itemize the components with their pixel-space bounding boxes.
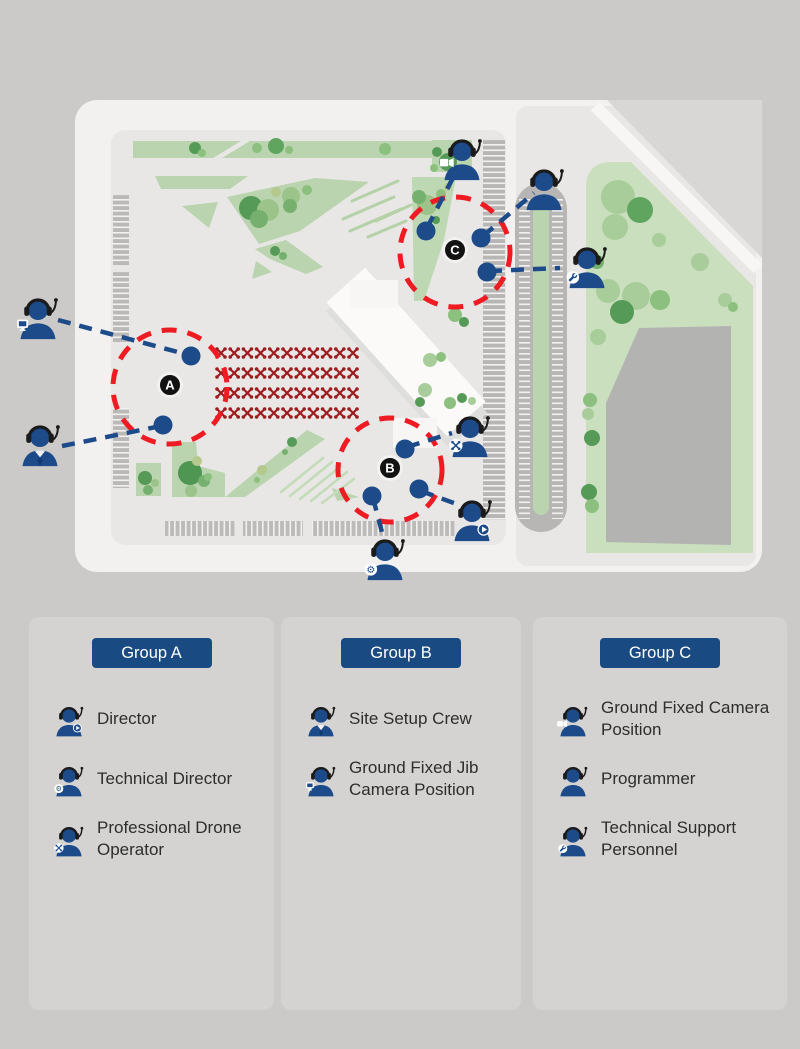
svg-text:A: A <box>165 378 175 393</box>
person-wrench-icon <box>566 245 609 290</box>
group-B-zone-circle <box>335 415 445 525</box>
person-camera-icon <box>439 137 484 182</box>
group-A-zone: A <box>17 296 230 468</box>
map-markers: A B C <box>17 137 609 582</box>
position-dot <box>477 262 497 282</box>
person-tie-icon <box>303 701 339 737</box>
legend-item-label: Programmer <box>601 769 696 789</box>
comms-link-line <box>488 265 561 274</box>
legend-item: Ground Fixed Jib Camera Position <box>303 754 511 804</box>
person-none-icon <box>524 167 566 212</box>
group-b-button[interactable]: Group B <box>341 638 461 668</box>
person-play-icon <box>51 701 87 737</box>
group-B-zone: B <box>335 414 494 582</box>
legend-item-label: Technical Support Personnel <box>601 818 737 859</box>
group-a-button[interactable]: Group A <box>91 638 212 668</box>
person-monitor-icon <box>303 761 339 797</box>
comms-link-line <box>481 191 536 238</box>
legend-item-label: Technical Director <box>97 769 233 789</box>
person-monitor-icon <box>17 296 60 341</box>
legend-item: Director <box>51 694 264 744</box>
legend-item: Programmer <box>555 754 777 804</box>
person-camera-icon <box>555 701 591 737</box>
person-gear-icon <box>51 761 87 797</box>
site-map: ⚙ <box>17 100 763 582</box>
comms-link-line <box>61 423 162 449</box>
position-dot <box>416 221 436 241</box>
group-C-zone-circle <box>397 194 513 310</box>
position-dot <box>395 439 415 459</box>
person-wrench-icon <box>555 821 591 857</box>
position-dot <box>471 228 491 248</box>
group-C-marker: C <box>442 237 468 263</box>
comms-link-line <box>370 497 386 537</box>
svg-text:B: B <box>385 461 394 476</box>
legend-item: Site Setup Crew <box>303 694 511 744</box>
group-A-zone-circle <box>110 327 230 447</box>
person-drone-icon <box>448 414 492 459</box>
comms-link-line <box>57 317 190 358</box>
legend-item-label: Ground Fixed Camera Position <box>601 698 770 739</box>
legend-item: Technical Support Personnel <box>555 814 777 864</box>
position-dot <box>153 415 173 435</box>
legend-item: Technical Director <box>51 754 264 804</box>
legend-item: Ground Fixed Camera Position <box>555 694 777 744</box>
position-dot <box>181 346 201 366</box>
group-c-button[interactable]: Group C <box>600 638 720 668</box>
legend-item-label: Ground Fixed Jib Camera Position <box>349 758 479 799</box>
legend-item: Professional Drone Operator <box>51 814 264 864</box>
comms-link-line <box>406 430 453 450</box>
map-illustration <box>75 100 763 572</box>
group-B-marker: B <box>377 455 403 481</box>
comms-link-line <box>420 488 463 509</box>
legend-item-label: Director <box>97 709 157 729</box>
legend-item-label: Site Setup Crew <box>349 709 472 729</box>
person-play-icon <box>452 498 494 543</box>
group-C-zone: C <box>397 137 609 310</box>
person-drone-icon <box>51 821 87 857</box>
person-tie-icon <box>20 423 62 468</box>
group-A-marker: A <box>157 372 183 398</box>
position-dot <box>362 486 382 506</box>
svg-text:C: C <box>450 243 460 258</box>
person-gear-icon <box>364 537 407 582</box>
comms-link-line <box>425 168 459 230</box>
drone-grid <box>214 346 360 420</box>
trees <box>138 138 738 513</box>
person-none-icon <box>555 761 591 797</box>
position-dot <box>409 479 429 499</box>
legend-item-label: Professional Drone Operator <box>97 818 242 859</box>
